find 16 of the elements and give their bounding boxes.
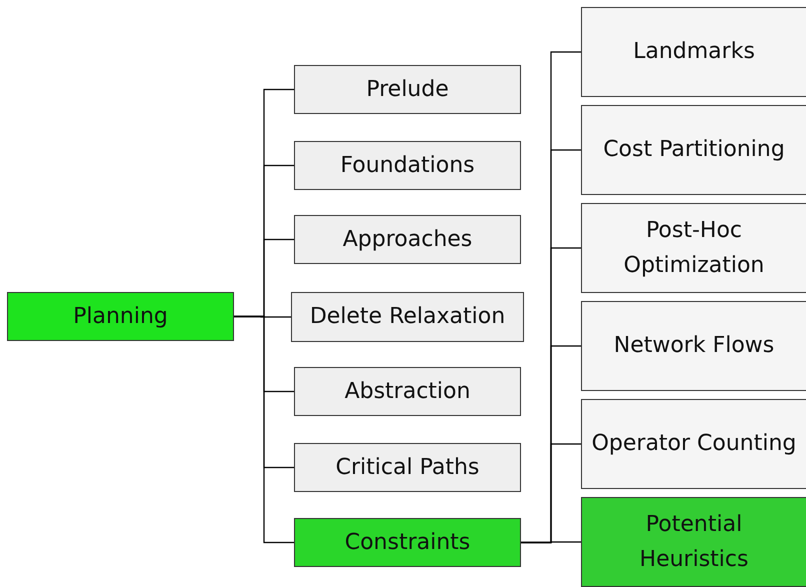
root-box: Planning [7, 292, 234, 341]
subtopic-box: Operator Counting [581, 399, 806, 489]
connector-line [234, 316, 294, 544]
subtopic-box: Cost Partitioning [581, 105, 806, 195]
subtopic-box: Network Flows [581, 301, 806, 391]
subtopic-box: Potential Heuristics [581, 497, 806, 587]
topic-box: Foundations [294, 141, 521, 190]
subtopic-box: Post-Hoc Optimization [581, 203, 806, 293]
topic-box: Abstraction [294, 367, 521, 416]
topic-box: Delete Relaxation [291, 292, 524, 342]
connector-line [521, 541, 581, 544]
topic-box: Constraints [294, 518, 521, 567]
topic-box: Prelude [294, 65, 521, 114]
topic-box: Critical Paths [294, 443, 521, 492]
subtopic-box: Landmarks [581, 7, 806, 97]
topic-box: Approaches [294, 215, 521, 264]
